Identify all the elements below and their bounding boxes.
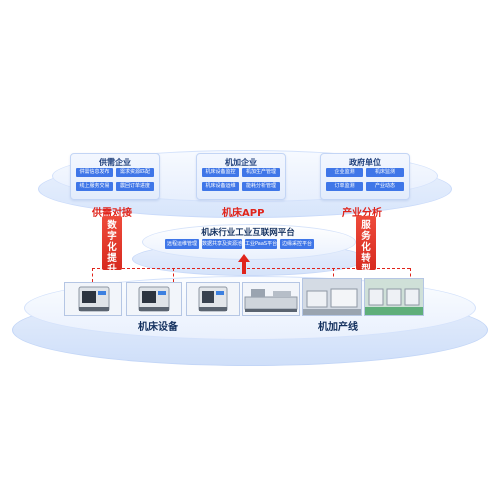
platform-item: 数据共享及资源池 <box>202 239 242 249</box>
group-card-suppliers: 供需企业 供需信息发布 需求资源匹配 线上服务交易 震回订单进度 <box>70 153 160 200</box>
group-item: 产业动态 <box>366 182 404 191</box>
label-machining-line: 机加产线 <box>318 322 358 333</box>
production-line-image-1 <box>302 278 362 316</box>
platform-title: 机床行业工业互联网平台 <box>201 228 295 238</box>
group-item: 机加生产管理 <box>242 168 280 177</box>
group-item: 线上服务交易 <box>76 182 113 191</box>
connector-line-right <box>410 268 411 282</box>
group-item: 供需信息发布 <box>76 168 113 177</box>
connector-drop-1 <box>173 268 174 282</box>
group-item: 机床设备监控 <box>202 168 239 177</box>
platform-item: 边缘采控平台 <box>280 239 314 249</box>
side-bar-label: 服务化转型 <box>361 220 371 275</box>
connector-drop-2 <box>333 268 334 282</box>
side-bar-label: 数字化提升 <box>107 220 117 275</box>
connector-line-top <box>92 268 410 269</box>
machine-tool-image-2 <box>126 282 182 316</box>
label-industry-analysis: 产业分析 <box>342 208 382 219</box>
label-machine-equipment: 机床设备 <box>138 322 178 333</box>
group-item: 机床设备运维 <box>202 182 239 191</box>
group-item: 震回订单进度 <box>116 182 154 191</box>
up-arrow-icon <box>238 254 250 274</box>
group-title: 机加企业 <box>225 158 257 167</box>
side-bar-service-transform: 服务化转型 <box>356 216 376 275</box>
machine-tool-image-4 <box>242 282 300 316</box>
platform-item: 工业PaaS平台 <box>245 239 277 249</box>
group-item: 需求资源匹配 <box>116 168 154 177</box>
label-supply-demand: 供需对接 <box>92 208 132 219</box>
machine-tool-image-1 <box>64 282 122 316</box>
label-machine-app: 机床APP <box>222 208 265 219</box>
group-item: 企业监测 <box>326 168 363 177</box>
machine-tool-image-3 <box>186 282 240 316</box>
connector-line-left <box>92 268 93 282</box>
group-item: 订单监测 <box>326 182 363 191</box>
group-item: 机床监测 <box>366 168 404 177</box>
side-bar-digital-upgrade: 数字化提升 <box>102 216 122 275</box>
group-title: 政府单位 <box>349 158 381 167</box>
group-card-government: 政府单位 企业监测 机床监测 订单监测 产业动态 <box>320 153 410 200</box>
group-title: 供需企业 <box>99 158 131 167</box>
group-item: 能耗分析管理 <box>242 182 280 191</box>
production-line-image-2 <box>364 278 424 316</box>
group-card-machining: 机加企业 机床设备监控 机加生产管理 机床设备运维 能耗分析管理 <box>196 153 286 200</box>
platform-item: 远程运维管理 <box>165 239 199 249</box>
